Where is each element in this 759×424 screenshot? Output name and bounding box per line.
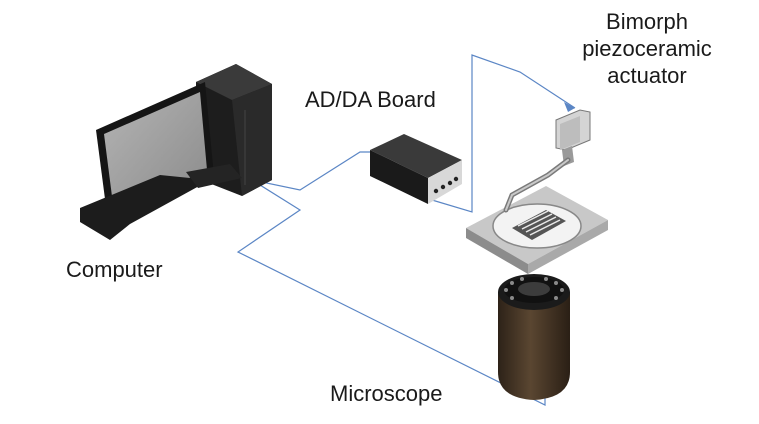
microscope-label: Microscope <box>330 381 443 406</box>
wire-board-to-actuator <box>431 54 576 213</box>
wire-computer-to-board <box>251 151 372 191</box>
arrowhead-actuator <box>564 102 575 112</box>
microscope-stage <box>466 186 608 274</box>
bimorph-label-line3: actuator <box>607 63 687 88</box>
adda-board <box>370 134 462 204</box>
monitor-screen <box>104 92 207 212</box>
bimorph-label-line2: piezoceramic <box>582 36 712 61</box>
bimorph-actuator <box>503 109 591 213</box>
wire-computer-to-microscope <box>236 179 546 406</box>
computer-tower <box>196 64 272 196</box>
connection-wires <box>236 54 576 406</box>
adda-board-label: AD/DA Board <box>305 87 436 112</box>
bimorph-actuator-label: Bimorph piezoceramic actuator <box>572 8 722 89</box>
computer-label: Computer <box>66 257 163 282</box>
microscope-objective <box>498 274 570 400</box>
computer-monitor <box>80 82 242 240</box>
bimorph-label-line1: Bimorph <box>606 9 688 34</box>
